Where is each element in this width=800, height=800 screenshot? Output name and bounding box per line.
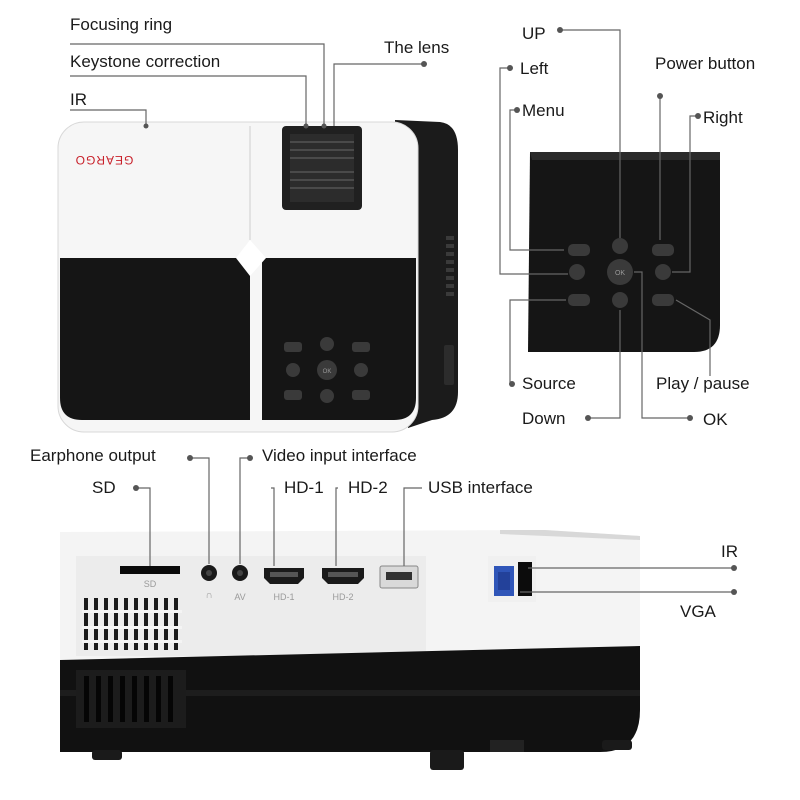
callout-play-pause: Play / pause [656, 374, 750, 393]
rear-callout-lines [136, 457, 734, 593]
port-mark-hd2: HD-2 [332, 592, 353, 602]
callout-usb-interface: USB interface [428, 478, 533, 497]
callout-vga: VGA [680, 602, 716, 621]
callout-video-input: Video input interface [262, 446, 417, 465]
callout-hd2: HD-2 [348, 478, 388, 497]
callout-menu: Menu [522, 101, 565, 120]
panel-ok-mark: OK [615, 270, 625, 277]
top-callout-lines [70, 43, 424, 126]
callout-the-lens: The lens [384, 38, 450, 57]
callout-keystone-correction: Keystone correction [70, 52, 221, 71]
callout-up: UP [522, 24, 546, 43]
projector-rear-view: SD ∩ AV HD-1 HD-2 [60, 530, 640, 770]
callout-source: Source [522, 374, 576, 393]
callout-earphone-output: Earphone output [30, 446, 156, 465]
port-mark-earphone: ∩ [205, 590, 212, 601]
top-keypad-ok-mark: OK [323, 369, 332, 375]
callout-ir-top: IR [70, 90, 87, 109]
port-mark-hd1: HD-1 [273, 592, 294, 602]
callout-ir-rear: IR [721, 542, 738, 561]
brand-logo: GEARGO [75, 153, 134, 167]
callout-hd1: HD-1 [284, 478, 324, 497]
callout-sd: SD [92, 478, 116, 497]
callout-focusing-ring: Focusing ring [70, 15, 173, 34]
callout-right: Right [703, 108, 743, 127]
projector-top-view: OK GEARGO [57, 120, 458, 433]
callout-power-button: Power button [655, 54, 756, 73]
panel-callout-lines [499, 29, 711, 419]
control-panel-closeup: OK [528, 152, 720, 352]
port-mark-sd: SD [144, 579, 157, 589]
callout-left: Left [520, 59, 549, 78]
port-mark-av: AV [234, 592, 245, 602]
callout-ok: OK [703, 410, 728, 429]
callout-down: Down [522, 409, 566, 428]
top-keypad: OK [284, 337, 370, 403]
